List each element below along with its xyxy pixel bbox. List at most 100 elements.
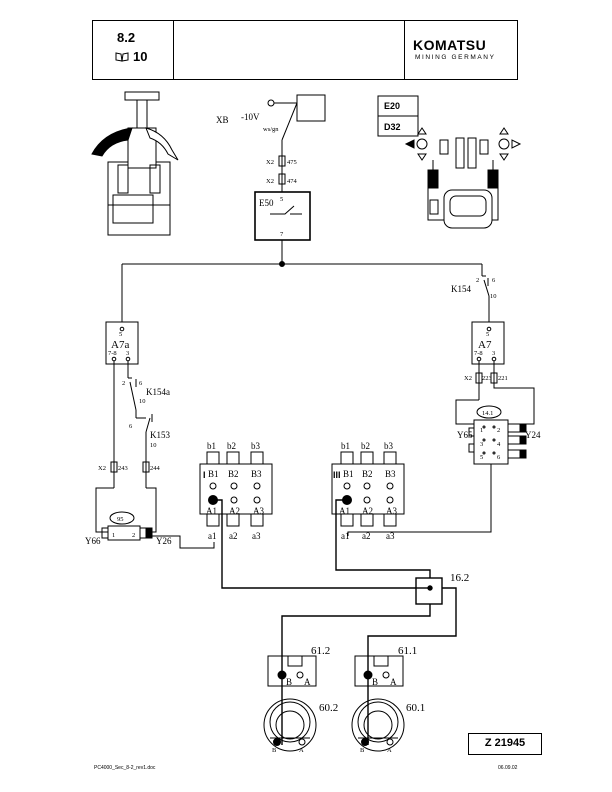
label-B2: B2: [228, 469, 239, 479]
label-a7a: A7a: [111, 339, 129, 351]
motor-60-2: [263, 698, 317, 752]
label-valve-14-1-port2: 2: [497, 427, 500, 434]
label-A1: A1: [206, 506, 217, 516]
label-k153-pin6: 6: [129, 423, 133, 430]
label-a3: a3: [386, 531, 395, 541]
valve-bank-III: [331, 451, 405, 527]
label-A: A: [390, 677, 397, 687]
label-a7-x2: X2: [464, 375, 472, 382]
label-475: 475: [287, 159, 297, 166]
label-b1: b1: [207, 441, 216, 451]
label-y26: Y26: [156, 536, 172, 546]
label-k154-pin10: 10: [490, 293, 497, 300]
label-61-1: 61.1: [398, 645, 417, 657]
label-b2: b2: [227, 441, 236, 451]
arrow-up-icon: [417, 127, 427, 135]
machine-pictogram: [91, 91, 179, 236]
label-A: A: [304, 677, 311, 687]
label-k154a-pin6: 6: [139, 380, 143, 387]
label-k153: K153: [150, 430, 170, 440]
label-a7-pin3: 3: [492, 350, 495, 357]
label-k153-pin10: 10: [150, 442, 157, 449]
label-k154a-pin2: 2: [122, 380, 125, 387]
label-k154a: K154a: [146, 387, 170, 397]
label-x2: X2: [266, 159, 274, 166]
label-valve-14-1-port5: 5: [480, 454, 483, 461]
label-y65: Y65: [457, 430, 473, 440]
footer-date: 06.09.02: [498, 765, 518, 771]
brand-logo: KOMATSU: [413, 37, 487, 53]
brand-subtitle: MINING GERMANY: [415, 54, 496, 61]
label-A2: A2: [229, 506, 240, 516]
drawing-number: Z 21945: [468, 733, 542, 755]
label-a7a-pin5: 5: [119, 331, 122, 338]
arrow-down-icon: [417, 153, 427, 161]
label-a7a-pin3: 3: [126, 350, 129, 357]
label-16-2: 16.2: [450, 572, 469, 584]
k154-contact: [482, 275, 490, 322]
label-bank-III: III: [333, 470, 341, 480]
label-B1: B1: [208, 469, 219, 479]
label-k154: K154: [451, 284, 471, 294]
label-d32: D32: [384, 122, 401, 132]
label-valve-95-port2: 2: [132, 532, 135, 539]
label-A: A: [387, 747, 392, 754]
label-B: B: [372, 677, 378, 687]
footer-filename: PC4000_Sec_8-2_rev1.doc: [94, 765, 156, 771]
label-valve-14-1-port3: 3: [480, 441, 483, 448]
label-b3: b3: [384, 441, 394, 451]
section-cell: 8.2 10: [93, 21, 174, 79]
valve-61-2: [267, 655, 317, 687]
label-a2: a2: [229, 531, 238, 541]
book-icon: [115, 51, 129, 62]
label-474: 474: [287, 178, 298, 185]
label-B3: B3: [251, 469, 262, 479]
arrow-left-icon: [91, 127, 133, 157]
label-valve-14-1-port6: 6: [497, 454, 501, 461]
label-244: 244: [150, 465, 161, 472]
label-x2: X2: [98, 465, 106, 472]
label-A3: A3: [253, 506, 264, 516]
a7a-amplifier: [105, 321, 139, 365]
arrow-right-icon: [511, 139, 522, 149]
label-B3: B3: [385, 469, 396, 479]
k153-contact: [136, 414, 153, 488]
label-e50-pin5: 5: [280, 196, 283, 203]
label-B2: B2: [362, 469, 373, 479]
label-a2: a2: [362, 531, 371, 541]
e50-switch-symbol: [270, 205, 302, 215]
label-a7a-pin78: 7-8: [108, 350, 117, 357]
label-k154-pin2: 2: [476, 277, 479, 284]
arrow-down-icon: [499, 153, 509, 161]
label-y66: Y66: [85, 536, 101, 546]
label-B: B: [286, 677, 292, 687]
label-a7-pin5: 5: [486, 331, 489, 338]
label-A1: A1: [339, 506, 350, 516]
label-b2: b2: [361, 441, 370, 451]
label-A3: A3: [386, 506, 397, 516]
arrow-up-icon: [499, 127, 509, 135]
label-223: 223: [482, 375, 492, 382]
label-k154a-pin10: 10: [139, 398, 146, 405]
label-valve-95: 95: [117, 516, 124, 523]
label-61-2: 61.2: [311, 645, 330, 657]
label-A2: A2: [362, 506, 373, 516]
title-block: 8.2 10 KOMATSU MINING GERMANY: [92, 20, 518, 80]
label-valve-14-1: 14.1: [482, 410, 493, 417]
label-bank-I: I: [203, 470, 206, 480]
label-b1: b1: [341, 441, 350, 451]
label-a7-pin78: 7-8: [474, 350, 483, 357]
label-60-2: 60.2: [319, 702, 338, 714]
xb-supply: [267, 94, 326, 192]
label-a1: a1: [341, 531, 350, 541]
a7-amplifier: [471, 321, 505, 365]
valve-61-1: [354, 655, 404, 687]
label-wsgn: ws/gn: [263, 126, 279, 133]
label-B: B: [272, 747, 277, 754]
label-minus10v: -10V: [241, 112, 260, 122]
k154a-contact: [128, 377, 137, 418]
label-e50: E50: [259, 198, 274, 208]
section-number: 8.2: [117, 30, 136, 45]
label-a1: a1: [208, 531, 217, 541]
